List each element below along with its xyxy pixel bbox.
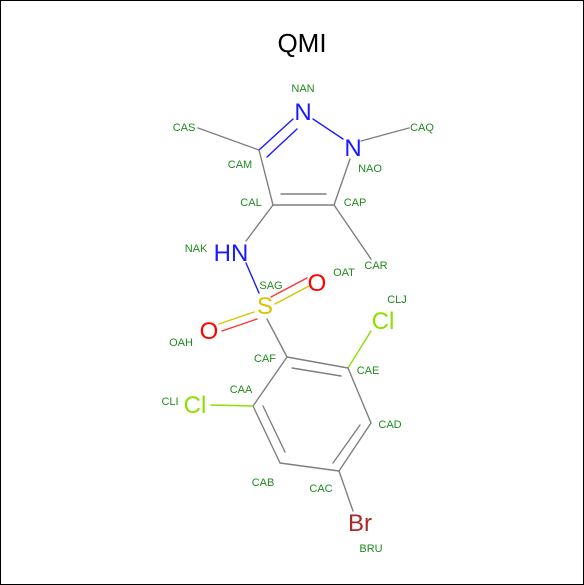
bond-caa-cli	[210, 404, 254, 407]
bond-cae-clj	[347, 330, 372, 369]
atom-label-cli: CLI	[161, 396, 178, 408]
atom-oat-symbol: O	[308, 270, 327, 297]
bond-cad-cac-inner	[332, 424, 361, 464]
bond-cae-cad	[347, 367, 372, 424]
bond-cac-bru	[338, 470, 354, 512]
atom-label-cad: CAD	[378, 419, 401, 431]
bond-cap-car	[333, 204, 372, 260]
atom-label-nak: NAK	[185, 243, 208, 255]
bond-cal-nak	[245, 204, 274, 242]
bond-nan-nao	[312, 118, 344, 140]
atom-clj-symbol: Cl	[372, 308, 395, 335]
atom-label-cam: CAM	[228, 159, 252, 171]
bond-cad-cac	[338, 422, 372, 472]
bond-sag-caf	[266, 318, 288, 358]
atom-label-nao: NAO	[358, 163, 382, 175]
bond-sag-oah-a	[218, 311, 255, 325]
bond-caa-caf	[252, 356, 288, 407]
atom-label-car: CAR	[364, 260, 387, 272]
atom-label-cab: CAB	[252, 477, 275, 489]
bond-cam-nan	[258, 118, 294, 151]
atom-label-caa: CAA	[230, 384, 253, 396]
bond-cam-nan-inner	[266, 128, 298, 158]
atom-label-caq: CAQ	[410, 122, 434, 134]
atom-nan-symbol: N	[294, 99, 311, 126]
bond-sag-oah-b	[221, 318, 258, 332]
bond-caf-cae-inner	[291, 367, 342, 377]
atom-label-clj: CLJ	[387, 294, 407, 306]
bond-cam-cal	[258, 149, 274, 206]
atom-label-cae: CAE	[357, 365, 380, 377]
molecule-title: QMI	[277, 28, 326, 58]
atom-oah-symbol: O	[200, 318, 219, 345]
atom-label-cac: CAC	[309, 483, 332, 495]
atom-label-cap: CAP	[344, 197, 367, 209]
atom-label-oat: OAT	[333, 267, 355, 279]
bond-nao-cap	[333, 158, 351, 206]
bond-layer	[197, 118, 410, 512]
bond-cab-caa	[252, 405, 281, 464]
atom-label-sag: SAG	[259, 280, 282, 292]
bond-cac-cab	[279, 462, 340, 472]
atom-sag-symbol: S	[257, 293, 273, 320]
atom-label-caf: CAF	[254, 353, 276, 365]
atom-cli-symbol: Cl	[184, 392, 207, 419]
bond-cas-cam	[197, 127, 260, 151]
bond-nao-caq	[360, 127, 410, 142]
bond-sag-oat-a	[270, 277, 308, 298]
atom-label-oah: OAH	[169, 337, 193, 349]
atom-label-cas: CAS	[173, 122, 196, 134]
bond-sag-oat-b	[274, 284, 312, 305]
bond-caf-cae	[286, 356, 349, 369]
atom-bru-symbol: Br	[348, 510, 372, 537]
bond-nak-sag	[245, 262, 260, 294]
atom-nak-symbol: HN	[214, 240, 249, 267]
heteroatom-symbols: N N HN S O O Cl Cl Br	[184, 99, 395, 537]
atom-name-labels: NAN NAO NAK SAG OAT OAH CLJ CLI BRU CAS …	[161, 83, 434, 555]
atom-label-nan: NAN	[291, 83, 314, 95]
bond-cab-caa-inner	[262, 405, 286, 453]
atom-label-bru: BRU	[359, 543, 382, 555]
atom-label-cal: CAL	[240, 197, 261, 209]
atom-nao-symbol: N	[344, 135, 361, 162]
